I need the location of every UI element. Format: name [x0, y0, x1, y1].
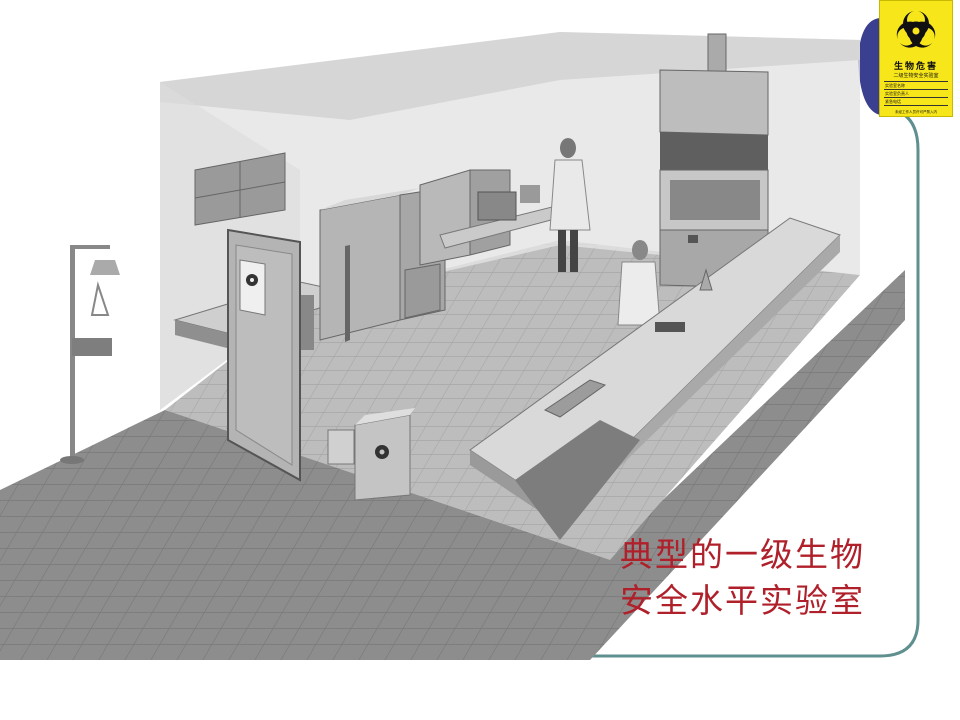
frame-accent-tab	[858, 18, 880, 115]
biohazard-icon	[896, 11, 936, 48]
slide-caption: 典型的一级生物 安全水平实验室	[620, 532, 920, 624]
sign-row: 紧急电话	[884, 98, 948, 106]
scientist-standing	[549, 138, 591, 272]
right-bench	[469, 217, 841, 540]
fume-hood	[659, 33, 769, 289]
sign-row: 实验室负责人	[884, 90, 948, 98]
lab-door	[227, 228, 301, 482]
sign-info-rows: 实验室名称 实验室负责人 紧急电话	[884, 81, 948, 106]
radiation-icon	[375, 445, 389, 459]
window	[194, 152, 286, 226]
sign-title: 生物危害	[893, 62, 938, 72]
radiation-icon	[246, 274, 258, 286]
safety-shower	[60, 245, 120, 464]
caption-line-1: 典型的一级生物	[620, 535, 865, 574]
waste-bins	[327, 408, 415, 501]
ceiling	[160, 32, 860, 120]
sign-subtitle: 二级生物安全实验室	[893, 73, 939, 79]
biohazard-sign: 生物危害 二级生物安全实验室 实验室名称 实验室负责人 紧急电话 未经工作人员许…	[879, 0, 953, 117]
caption-line-2: 安全水平实验室	[620, 581, 865, 620]
sign-footer: 未经工作人员许可严禁入内	[895, 110, 937, 114]
sign-row: 实验室名称	[884, 82, 948, 90]
back-bench-equipment	[419, 169, 571, 266]
outer-floor	[0, 270, 905, 660]
lab-illustration	[0, 32, 905, 660]
